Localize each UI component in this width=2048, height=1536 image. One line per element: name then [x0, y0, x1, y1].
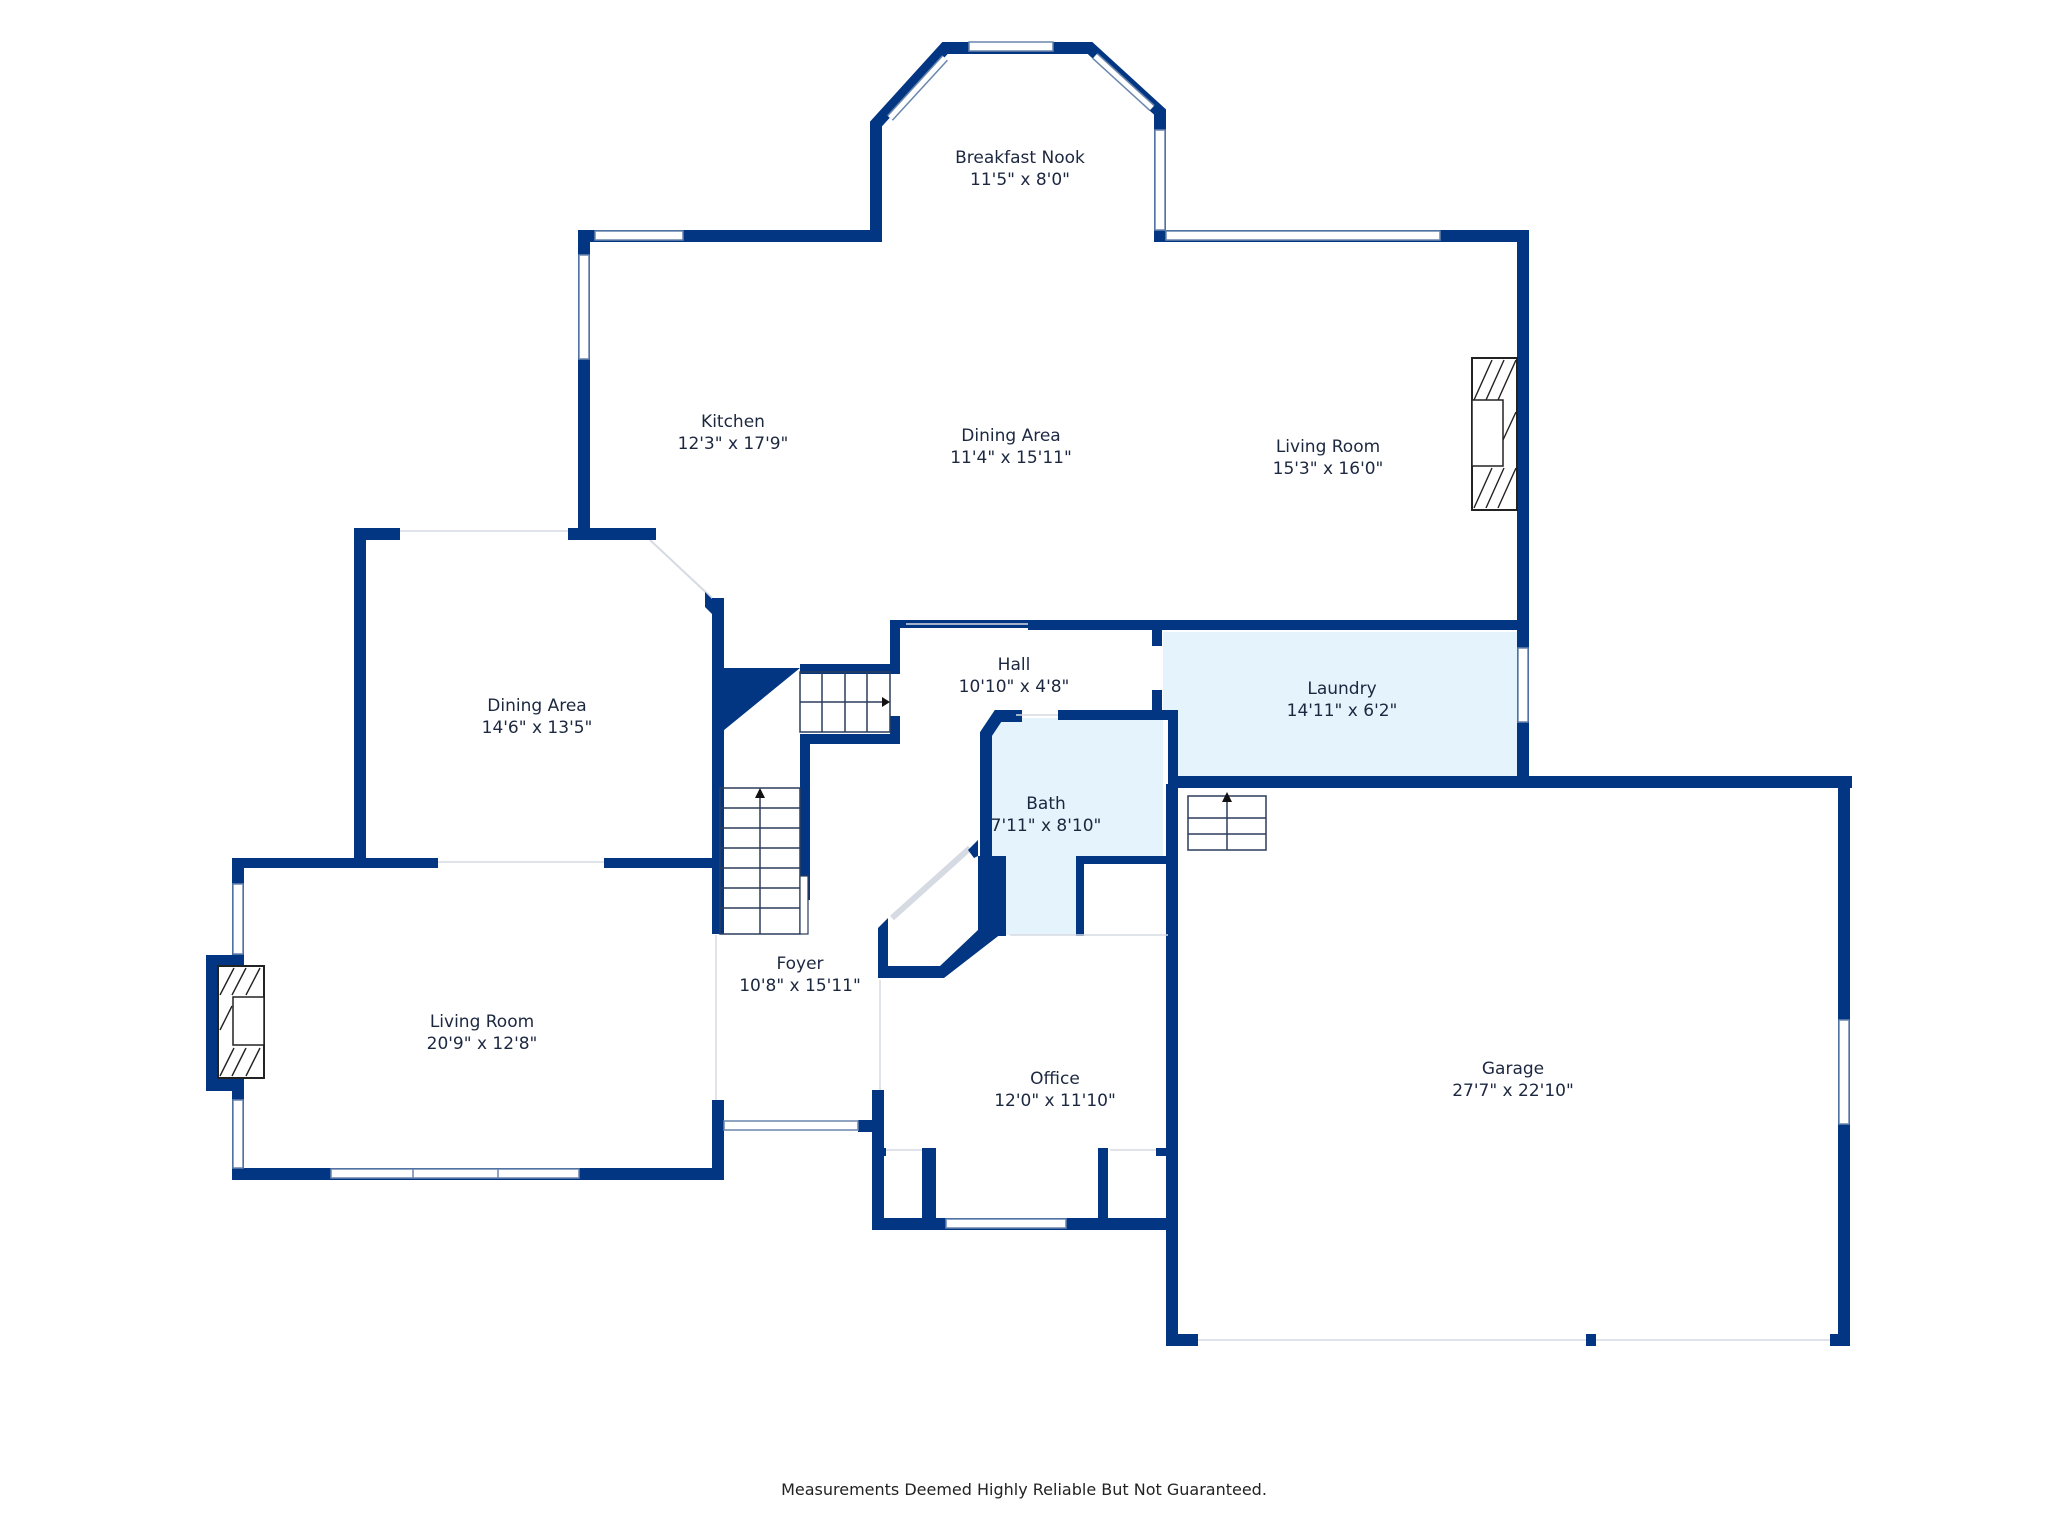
- upper-stairs: [799, 671, 891, 733]
- room-name: Laundry: [1307, 679, 1377, 699]
- room-dimensions: 20'9" x 12'8": [426, 1034, 538, 1054]
- room-name: Dining Area: [487, 696, 587, 716]
- room-dimensions: 7'11" x 8'10": [990, 816, 1102, 836]
- fireplace-right: [1471, 357, 1518, 511]
- room-dimensions: 10'8" x 15'11": [739, 976, 861, 996]
- foyer-door-sidelights: [723, 1120, 859, 1131]
- room-label-kitchen: Kitchen 12'3" x 17'9": [678, 411, 789, 455]
- room-dimensions: 27'7" x 22'10": [1452, 1081, 1574, 1101]
- room-name: Foyer: [776, 954, 824, 974]
- office-bottom-window: [945, 1218, 1067, 1229]
- room-name: Breakfast Nook: [955, 148, 1085, 168]
- room-label-office: Office 12'0" x 11'10": [994, 1068, 1116, 1112]
- room-label-living-room-left: Living Room 20'9" x 12'8": [427, 1011, 538, 1055]
- living-left-window-top: [232, 883, 244, 955]
- living-top-window: [1165, 230, 1441, 241]
- room-label-hall: Hall 10'10" x 4'8": [959, 654, 1070, 698]
- room-label-dining-area-left: Dining Area 14'6" x 13'5": [482, 695, 593, 739]
- room-dimensions: 14'6" x 13'5": [481, 718, 593, 738]
- laundry-fill: [1163, 632, 1518, 776]
- room-label-garage: Garage 27'7" x 22'10": [1452, 1058, 1574, 1102]
- room-name: Hall: [997, 655, 1031, 675]
- laundry-right-window: [1517, 647, 1529, 723]
- room-dimensions: 10'10" x 4'8": [958, 677, 1070, 697]
- room-dimensions: 11'4" x 15'11": [950, 448, 1072, 468]
- room-dimensions: 14'11" x 6'2": [1286, 701, 1398, 721]
- room-fills: [986, 632, 1518, 935]
- center-openings: [715, 623, 1168, 1229]
- room-name: Kitchen: [701, 412, 765, 432]
- living-bottom-window: [330, 1168, 580, 1179]
- room-label-foyer: Foyer 10'8" x 15'11": [739, 953, 861, 997]
- room-dimensions: 12'0" x 11'10": [994, 1091, 1116, 1111]
- room-label-living-room-upper: Living Room 15'3" x 16'0": [1273, 436, 1384, 480]
- room-name: Living Room: [429, 1012, 535, 1032]
- disclaimer: Measurements Deemed Highly Reliable But …: [781, 1480, 1267, 1499]
- room-label-breakfast-nook: Breakfast Nook 11'5" x 8'0": [955, 147, 1085, 191]
- room-label-laundry: Laundry 14'11" x 6'2": [1287, 678, 1398, 722]
- room-name: Dining Area: [961, 426, 1061, 446]
- room-dimensions: 12'3" x 17'9": [677, 434, 789, 454]
- nook-top-window: [968, 41, 1054, 52]
- garage-stairs: [1187, 792, 1267, 851]
- room-dimensions: 11'5" x 8'0": [970, 170, 1070, 190]
- kitchen-top-window: [594, 230, 684, 241]
- upper-windows: [578, 41, 1529, 723]
- room-label-dining-area-upper: Dining Area 11'4" x 15'11": [950, 425, 1072, 469]
- room-name: Living Room: [1275, 437, 1381, 457]
- room-label-bath: Bath 7'11" x 8'10": [991, 793, 1102, 837]
- bath-fill: [986, 718, 1163, 935]
- garage-walls: [1166, 776, 1850, 1346]
- living-left-window-bottom: [232, 1099, 244, 1169]
- kitchen-left-window: [578, 254, 590, 360]
- main-stairs: [719, 787, 809, 935]
- room-name: Bath: [1026, 794, 1066, 814]
- left-windows: [232, 530, 604, 1179]
- room-dimensions: 15'3" x 16'0": [1272, 459, 1384, 479]
- nook-right-window: [1154, 129, 1166, 231]
- fireplace-left: [206, 955, 265, 1091]
- garage-right-window: [1838, 1019, 1850, 1125]
- room-name: Office: [1030, 1069, 1080, 1089]
- room-name: Garage: [1481, 1059, 1545, 1079]
- left-walls: [232, 528, 724, 1180]
